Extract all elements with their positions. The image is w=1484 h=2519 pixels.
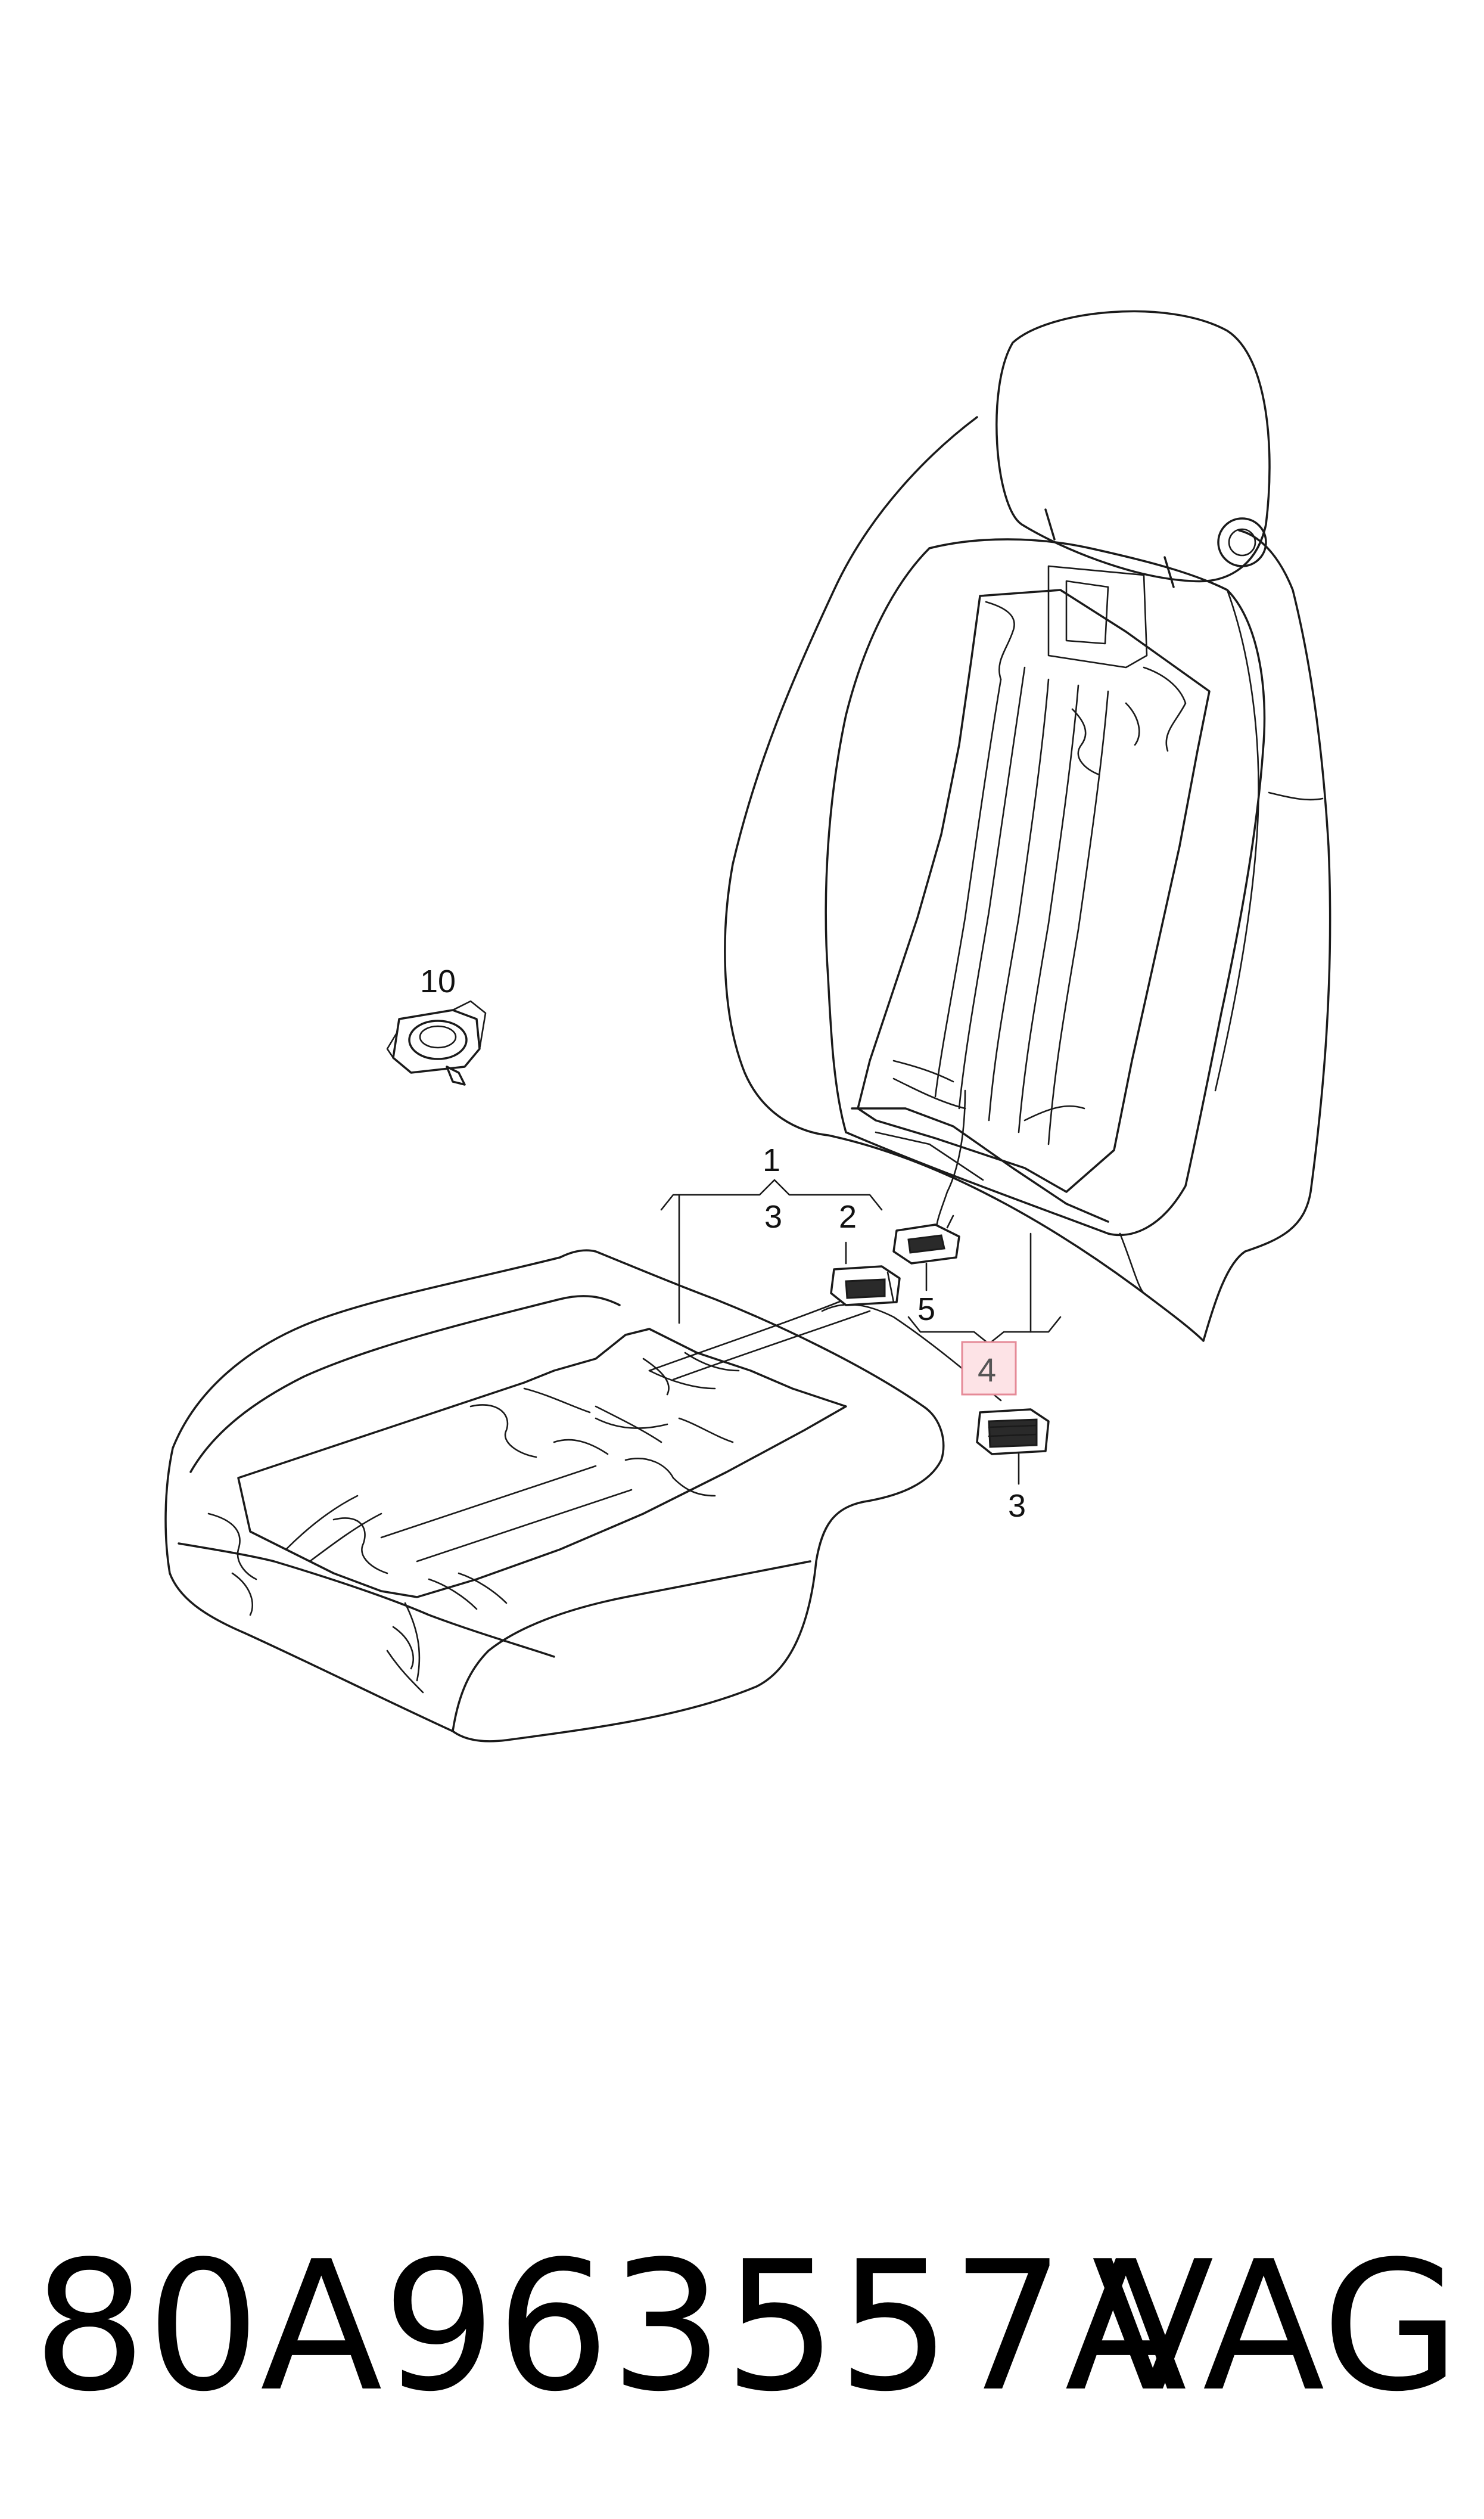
sensor-part-10 xyxy=(386,1000,487,1086)
brand-caption: VAG xyxy=(1091,2223,1460,2431)
connector-part-3-lower xyxy=(976,1408,1050,1455)
highlight-box-4 xyxy=(961,1341,1017,1396)
callout-2: 2 xyxy=(839,1199,857,1235)
callout-3-upper: 3 xyxy=(764,1199,782,1235)
callout-5: 5 xyxy=(917,1291,935,1327)
callout-4: 4 xyxy=(978,1351,996,1389)
connector-part-2 xyxy=(830,1265,901,1306)
seat-backrest xyxy=(724,310,1331,1342)
callout-10: 10 xyxy=(420,964,456,999)
callout-3-lower: 3 xyxy=(1008,1488,1026,1524)
seat-cushion xyxy=(164,1249,1002,1743)
part-number-caption: 80A963557A xyxy=(33,2223,1187,2431)
connector-part-5 xyxy=(892,1215,960,1265)
leader-lines xyxy=(660,1179,1062,1485)
callout-1: 1 xyxy=(763,1142,780,1178)
